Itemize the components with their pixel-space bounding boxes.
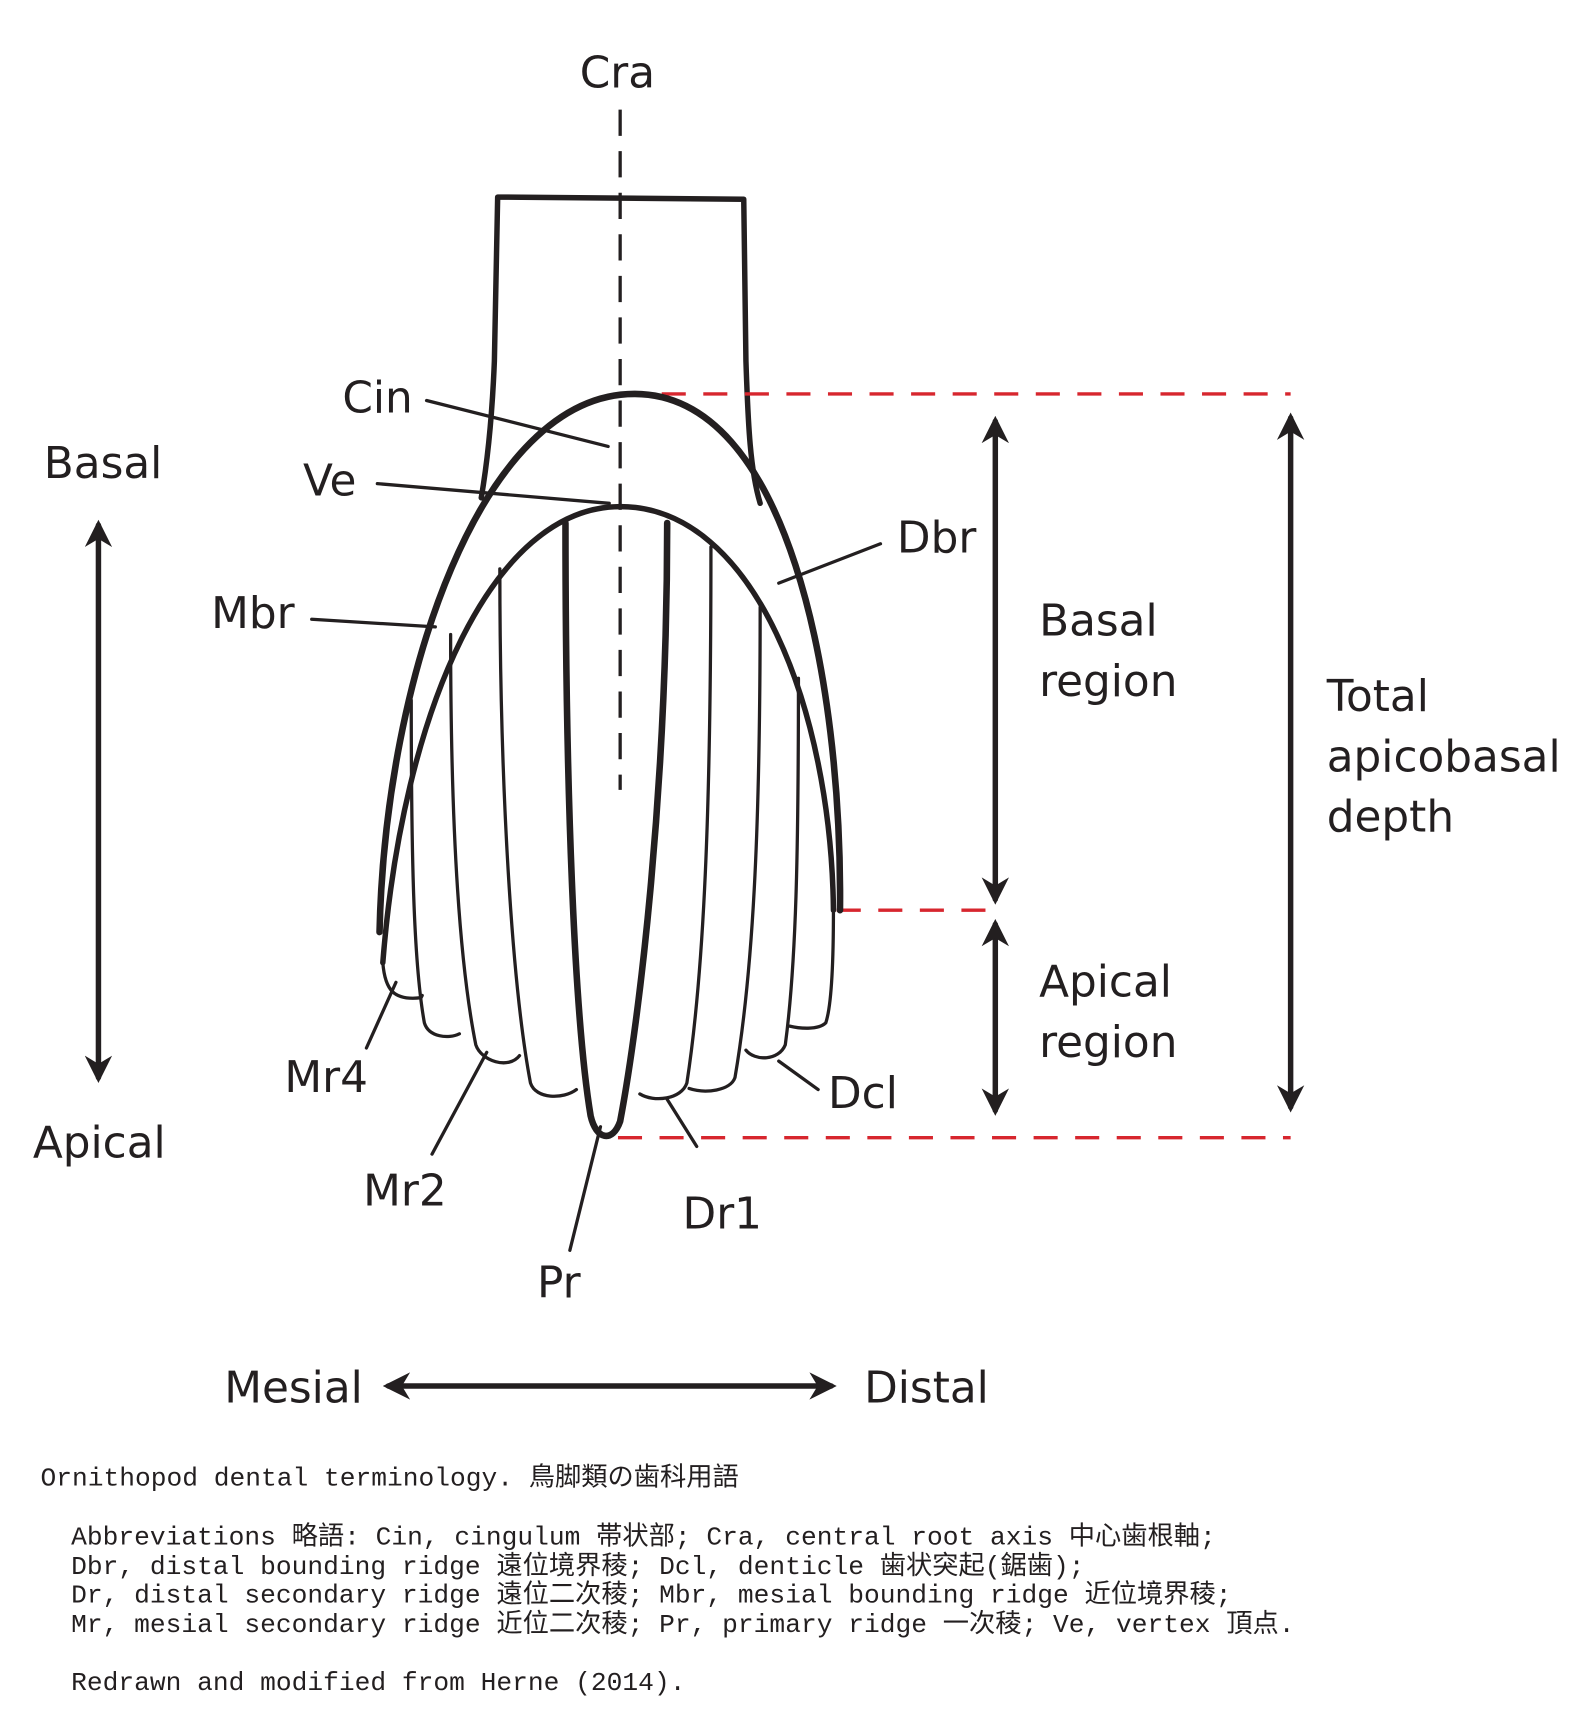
secondary-ridges xyxy=(381,545,836,1101)
caption-abbrev-2: Dbr, distal bounding ridge 遠位境界稜; Dcl, d… xyxy=(71,1551,1084,1582)
label-mbr: Mbr xyxy=(211,588,295,639)
label-cra: Cra xyxy=(580,48,655,99)
label-distal: Distal xyxy=(864,1362,989,1413)
caption-abbrev-4: Mr, mesial secondary ridge 近位二次稜; Pr, pr… xyxy=(71,1609,1294,1640)
primary-ridge xyxy=(562,519,671,1140)
label-mesial: Mesial xyxy=(224,1362,363,1413)
vertex-arc xyxy=(380,503,837,966)
bounding-ridge-outline xyxy=(376,390,844,936)
leader-lines xyxy=(310,398,883,1252)
label-cin: Cin xyxy=(342,373,412,424)
label-dr1: Dr1 xyxy=(683,1188,763,1239)
label-total-depth-1: Total xyxy=(1326,671,1429,722)
label-mr4: Mr4 xyxy=(284,1052,368,1103)
label-total-depth-3: depth xyxy=(1327,791,1454,842)
label-ve: Ve xyxy=(303,456,356,507)
label-basal: Basal xyxy=(44,438,163,489)
label-mr2: Mr2 xyxy=(363,1166,447,1217)
label-basal-region-1: Basal xyxy=(1039,596,1158,647)
label-apical-region-1: Apical xyxy=(1039,957,1172,1008)
label-total-depth-2: apicobasal xyxy=(1327,731,1561,782)
caption-abbrev-3: Dr, distal secondary ridge 遠位二次稜; Mbr, m… xyxy=(71,1580,1231,1611)
caption-abbrev-1: Abbreviations 略語: Cin, cingulum 帯状部; Cra… xyxy=(71,1522,1216,1553)
label-apical: Apical xyxy=(33,1117,166,1168)
label-basal-region-2: region xyxy=(1039,656,1177,707)
caption-title: Ornithopod dental terminology. 鳥脚類の歯科用語 xyxy=(40,1463,738,1494)
caption-source: Redrawn and modified from Herne (2014). xyxy=(71,1668,685,1698)
label-dbr: Dbr xyxy=(897,513,976,564)
label-dcl: Dcl xyxy=(828,1068,898,1119)
label-apical-region-2: region xyxy=(1039,1017,1177,1068)
label-pr: Pr xyxy=(537,1257,581,1308)
